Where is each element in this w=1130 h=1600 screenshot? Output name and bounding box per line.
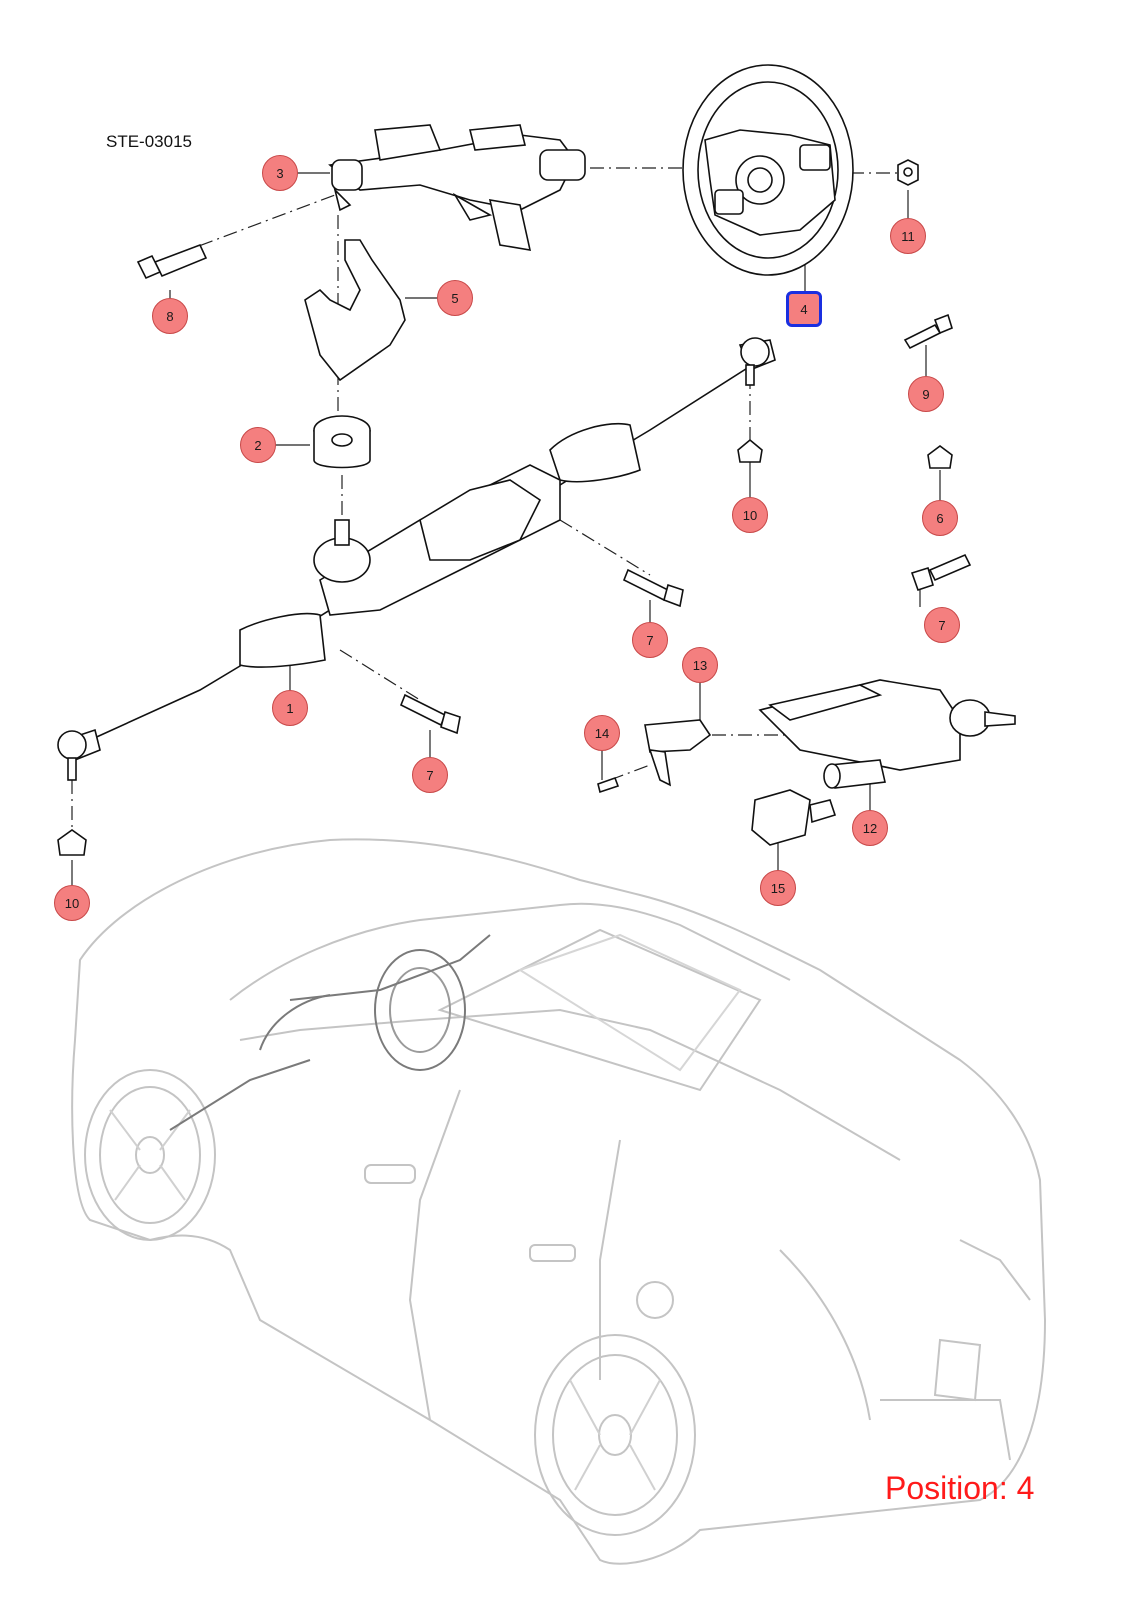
- callout-part-7-right[interactable]: 7: [924, 607, 960, 643]
- callout-part-14[interactable]: 14: [584, 715, 620, 751]
- callout-part-11[interactable]: 11: [890, 218, 926, 254]
- bushing-2: [313, 415, 371, 469]
- steering-wheel: [682, 64, 854, 276]
- intermediate-shaft-13: [644, 719, 712, 787]
- callout-part-4-selected[interactable]: 4: [786, 291, 822, 327]
- callout-part-9[interactable]: 9: [908, 376, 944, 412]
- bolt-7-lower: [399, 693, 461, 735]
- nut-10-left: [57, 829, 87, 856]
- column-assembly-12: [758, 679, 1016, 789]
- bolt-8: [136, 243, 208, 280]
- callout-part-3[interactable]: 3: [262, 155, 298, 191]
- module-15: [751, 789, 837, 846]
- callout-part-8[interactable]: 8: [152, 298, 188, 334]
- callout-part-1[interactable]: 1: [272, 690, 308, 726]
- bolt-14: [597, 776, 620, 794]
- callout-part-7-lower[interactable]: 7: [412, 757, 448, 793]
- callout-part-15[interactable]: 15: [760, 870, 796, 906]
- callout-part-10-left[interactable]: 10: [54, 885, 90, 921]
- callout-part-5[interactable]: 5: [437, 280, 473, 316]
- position-indicator: Position: 4: [885, 1470, 1035, 1506]
- nut-10-right: [737, 438, 763, 463]
- callout-part-7-mid[interactable]: 7: [632, 622, 668, 658]
- bolt-9: [903, 313, 953, 350]
- diagram-code: STE-03015: [106, 132, 192, 151]
- parts-line-art: [57, 64, 1016, 856]
- bolt-7-right: [910, 553, 972, 592]
- callout-part-12[interactable]: 12: [852, 810, 888, 846]
- steering-rack: [57, 337, 776, 781]
- callout-part-2[interactable]: 2: [240, 427, 276, 463]
- callout-part-6[interactable]: 6: [922, 500, 958, 536]
- leader-lines: [71, 172, 941, 885]
- bolt-7-mid: [622, 568, 684, 608]
- steering-column-upper: [328, 124, 586, 251]
- callout-part-13[interactable]: 13: [682, 647, 718, 683]
- nut-6: [927, 445, 953, 469]
- callout-part-10-right[interactable]: 10: [732, 497, 768, 533]
- nut-11: [897, 159, 919, 186]
- vehicle-outline: [71, 838, 1047, 1565]
- shield-plate-5: [304, 239, 406, 382]
